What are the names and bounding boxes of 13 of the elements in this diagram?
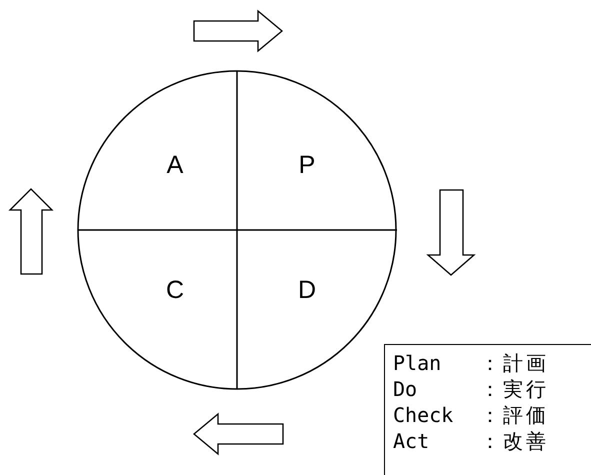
table-cell: Do bbox=[393, 376, 418, 402]
table-cell: ：評価 bbox=[480, 402, 549, 428]
table-cell: Check bbox=[393, 402, 454, 428]
table-cell: Plan bbox=[393, 350, 442, 376]
quadrant-letter: C bbox=[155, 275, 195, 305]
table-cell: Act bbox=[393, 428, 430, 454]
legend-table bbox=[384, 344, 591, 475]
quadrant-letter: D bbox=[287, 275, 327, 305]
table-cell: ：実行 bbox=[480, 376, 549, 402]
quadrant-letter: P bbox=[287, 150, 327, 180]
table-cell: ：計画 bbox=[480, 350, 549, 376]
table-cell: ：改善 bbox=[480, 428, 549, 454]
quadrant-letter: A bbox=[155, 150, 195, 180]
